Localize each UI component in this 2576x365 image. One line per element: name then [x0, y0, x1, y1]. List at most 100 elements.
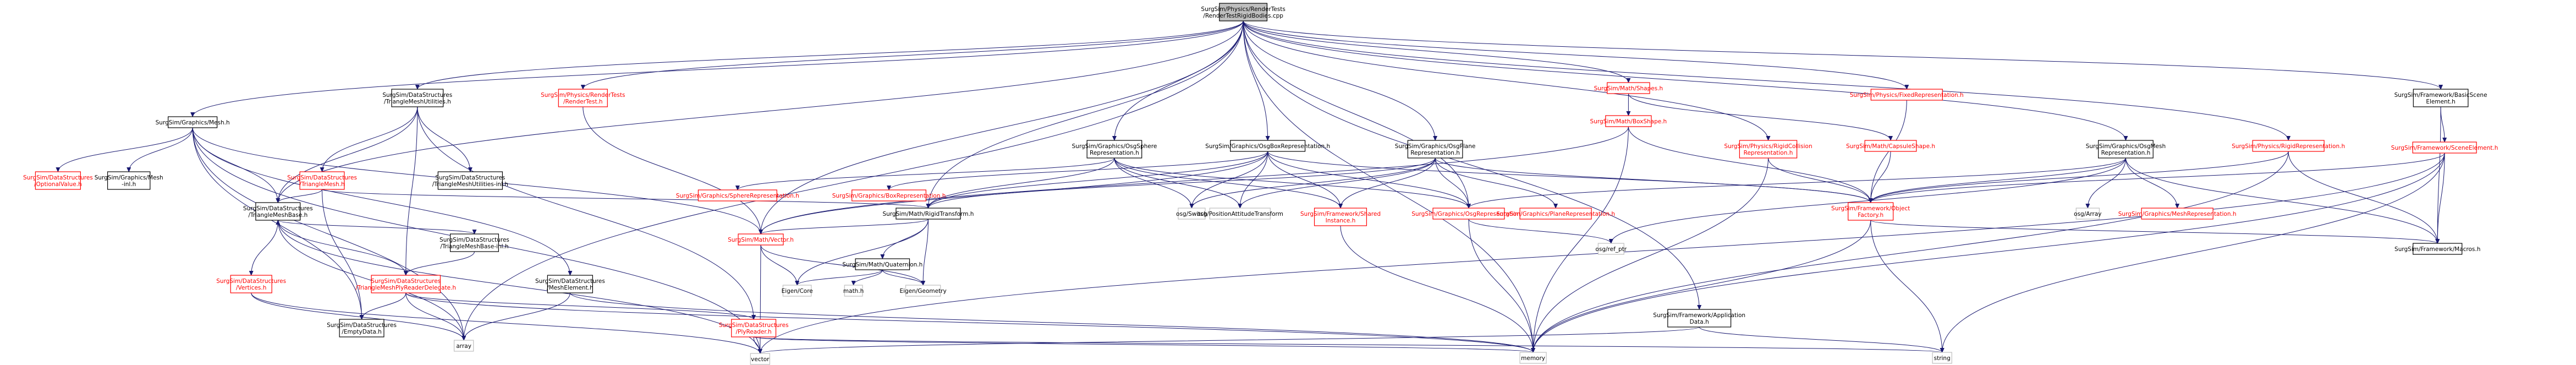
node-meshinl[interactable]: SurgSim/Graphics/Mesh-inl.h: [95, 171, 163, 190]
node-mathh[interactable]: math.h: [843, 285, 864, 297]
node-macros[interactable]: SurgSim/Framework/Macros.h: [2394, 243, 2480, 255]
node-eigencore[interactable]: Eigen/Core: [782, 285, 813, 297]
node-box-meshinl: [107, 171, 151, 190]
node-emptydata[interactable]: SurgSim/DataStructures/EmptyData.h: [327, 319, 397, 337]
node-eigengeom[interactable]: Eigen/Geometry: [899, 285, 947, 297]
edge-group-64: [926, 157, 1115, 209]
node-tmbase[interactable]: SurgSim/DataStructures/TriangleMeshBase.…: [243, 202, 313, 221]
node-shapes[interactable]: SurgSim/Math/Shapes.h: [1594, 82, 1663, 94]
edge-group-47: [251, 292, 466, 341]
node-meshelement[interactable]: SurgSim/DataStructures/MeshElement.h: [535, 275, 605, 293]
node-boxr[interactable]: SurgSim/Graphics/BoxRepresentation.h: [832, 189, 946, 201]
edge-root-to-mesh: [190, 20, 1244, 117]
node-label-basicscene-0: SurgSim/Framework/BasicScene: [2394, 92, 2487, 99]
edge-group-83: [1435, 157, 1873, 203]
edge-basicscene-to-macros: [2435, 106, 2441, 244]
node-osgrep[interactable]: SurgSim/Graphics/OsgRepresentation.h: [1411, 208, 1526, 220]
edge-sceneelement-to-string: [1940, 152, 2445, 353]
node-label-tmu-1: /TriangleMeshUtilities.h: [384, 99, 451, 105]
edge-group-80: [1338, 157, 1436, 209]
node-osgrefptr[interactable]: osg/ref_ptr: [1595, 243, 1627, 255]
node-rigidcoll[interactable]: SurgSim/Physics/RigidCollisionRepresenta…: [1724, 140, 1812, 159]
node-label-osgrefptr-0: osg/ref_ptr: [1595, 246, 1627, 253]
edge-root-to-osgbox: [1243, 20, 1270, 141]
node-vertices[interactable]: SurgSim/DataStructures/Vertices.h: [216, 275, 286, 293]
node-array[interactable]: array: [453, 340, 474, 352]
node-string[interactable]: string: [1932, 352, 1952, 364]
node-osgpat[interactable]: osg/PositionAttitudeTransform: [1197, 208, 1283, 220]
edge-group-60: [759, 219, 929, 235]
node-label-meshelement-1: /MeshElement.h: [547, 285, 594, 291]
node-rigidtransform[interactable]: SurgSim/Math/RigidTransform.h: [882, 208, 974, 220]
node-tmuinl[interactable]: SurgSim/DataStructures/TriangleMeshUtili…: [432, 171, 508, 190]
edge-group-73: [1267, 151, 1343, 209]
edge-group-20: [127, 127, 193, 172]
node-label-emptydata-0: SurgSim/DataStructures: [327, 322, 397, 329]
node-vector[interactable]: vector: [750, 353, 770, 365]
node-box-objfactory: [1848, 202, 1894, 221]
node-optional[interactable]: SurgSim/DataStructures/OptionalValue.h: [23, 171, 93, 190]
edge-meshelement-to-memory: [569, 292, 1535, 353]
node-plyreader[interactable]: SurgSim/DataStructures/PlyReader.h: [719, 319, 789, 337]
node-osgarray[interactable]: osg/Array: [2074, 208, 2102, 220]
edge-osgplane-to-osgswitch: [1189, 157, 1436, 209]
edge-group-31: [403, 106, 418, 276]
edge-root-to-rigidtransform: [926, 20, 1244, 209]
edge-group-97: [1870, 220, 1945, 353]
edge-mesh-to-tmbase: [192, 127, 281, 203]
node-box-meshr: [2141, 208, 2214, 220]
edge-group-95: [1868, 151, 1891, 203]
node-meshr[interactable]: SurgSim/Graphics/MeshRepresentation.h: [2118, 208, 2237, 220]
node-osgsphere[interactable]: SurgSim/Graphics/OsgSphereRepresentation…: [1072, 140, 1157, 159]
node-box-basicscene: [2413, 89, 2469, 107]
node-fixedrep[interactable]: SurgSim/Physics/FixedRepresentation.h: [1850, 89, 1964, 101]
node-label-planer-0: SurgSim/Graphics/PlaneRepresentation.h: [1496, 211, 1615, 217]
node-label-string-0: string: [1934, 355, 1951, 362]
node-osgplane[interactable]: SurgSim/Graphics/OsgPlaneRepresentation.…: [1395, 140, 1476, 159]
node-box-meshelement: [547, 275, 593, 293]
node-box-osgrefptr: [1597, 243, 1624, 255]
edge-group-22: [192, 127, 364, 320]
node-quaternion[interactable]: SurgSim/Math/Quaternion.h: [842, 258, 922, 270]
node-label-osgsphere-1: Representation.h: [1090, 150, 1139, 156]
node-tmu[interactable]: SurgSim/DataStructures/TriangleMeshUtili…: [382, 89, 452, 107]
node-box-fixedrep: [1870, 89, 1943, 101]
node-vectorh[interactable]: SurgSim/Math/Vector.h: [728, 233, 794, 246]
node-sceneelement[interactable]: SurgSim/Framework/SceneElement.h: [2391, 141, 2498, 154]
node-label-tmbaseinl-1: /TriangleMeshBase-inl.h: [440, 243, 508, 250]
node-rendertest[interactable]: SurgSim/Physics/RenderTests/RenderTest.h: [541, 89, 625, 107]
edge-tmbase-to-tmbaseinl: [277, 220, 477, 235]
node-osgswitch[interactable]: osg/Switch: [1176, 208, 1207, 220]
node-box-plyreader: [731, 319, 777, 337]
node-root[interactable]: SurgSim/Physics/RenderTests/RenderTestRi…: [1201, 3, 1286, 21]
node-osgbox[interactable]: SurgSim/Graphics/OsgBoxRepresentation.h: [1205, 140, 1330, 152]
node-plydelegate[interactable]: SurgSim/DataStructures/TriangleMeshPlyRe…: [355, 275, 456, 293]
node-memory[interactable]: memory: [1519, 352, 1547, 364]
node-planer[interactable]: SurgSim/Graphics/PlaneRepresentation.h: [1496, 208, 1615, 220]
node-label-fixedrep-0: SurgSim/Physics/FixedRepresentation.h: [1850, 92, 1964, 99]
edge-objfactory-to-memory: [1531, 220, 1871, 353]
node-label-tmuinl-0: SurgSim/DataStructures: [435, 175, 505, 181]
edge-group-56: [795, 269, 883, 286]
node-tmbaseinl[interactable]: SurgSim/DataStructures/TriangleMeshBase-…: [440, 233, 509, 252]
node-boxshape[interactable]: SurgSim/Math/BoxShape.h: [1590, 115, 1667, 127]
node-spherer[interactable]: SurgSim/Graphics/SphereRepresentation.h: [676, 189, 799, 201]
node-rigidrep[interactable]: SurgSim/Physics/RigidRepresentation.h: [2232, 140, 2345, 152]
node-label-sceneelement-0: SurgSim/Framework/SceneElement.h: [2391, 145, 2498, 151]
edge-tmbase-to-array: [277, 220, 466, 341]
node-mesh[interactable]: SurgSim/Graphics/Mesh.h: [156, 116, 230, 128]
edge-group-9: [1243, 20, 1631, 83]
node-capsule[interactable]: SurgSim/Math/CapsuleShape.h: [1846, 140, 1935, 152]
dependency-edges: [56, 20, 2447, 354]
edge-group-74: [1267, 151, 1471, 209]
node-trimesh[interactable]: SurgSim/DataStructures/TriangleMesh.h: [287, 171, 357, 190]
node-label-capsule-0: SurgSim/Math/CapsuleShape.h: [1846, 143, 1935, 150]
edge-group-61: [921, 219, 929, 286]
node-label-optional-0: SurgSim/DataStructures: [23, 175, 93, 181]
edge-quaternion-to-eigengeom: [882, 269, 926, 286]
